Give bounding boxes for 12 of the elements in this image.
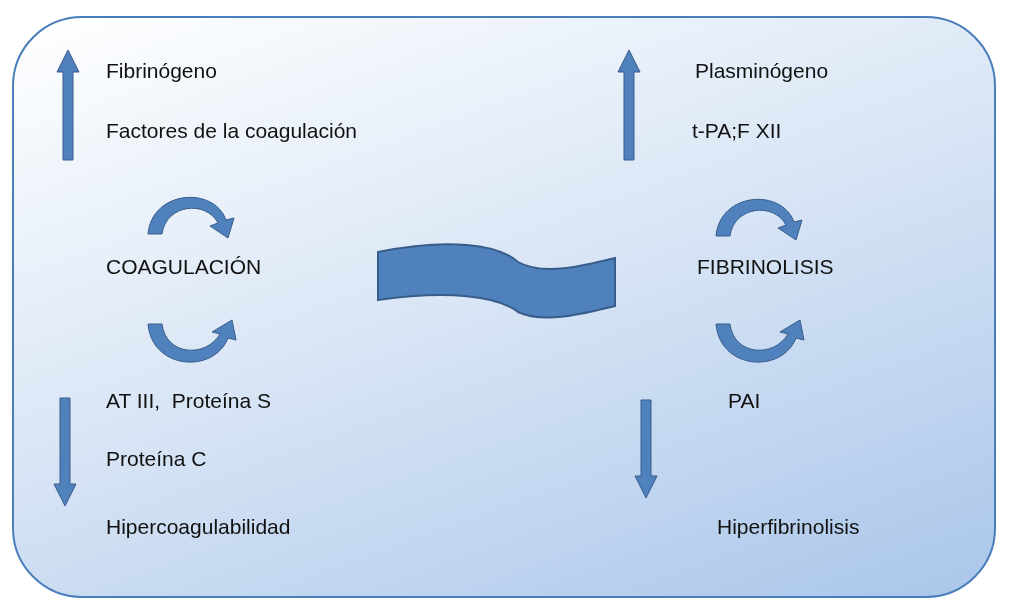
text-label: t-PA;F XII [692,118,782,144]
text-label: Hiperfibrinolisis [717,514,860,540]
text-label: Fibrinógeno [106,58,217,84]
text-label: Factores de la coagulación [106,118,357,144]
text-label: Proteína C [106,446,207,472]
text-label: FIBRINOLISIS [697,254,834,280]
text-label: AT III, Proteína S [106,388,271,414]
banner-shape [377,243,616,319]
text-label: PAI [728,388,761,414]
text-label: COAGULACIÓN [106,254,262,280]
text-label: Plasminógeno [695,58,829,84]
text-label: Hipercoagulabilidad [106,514,291,540]
